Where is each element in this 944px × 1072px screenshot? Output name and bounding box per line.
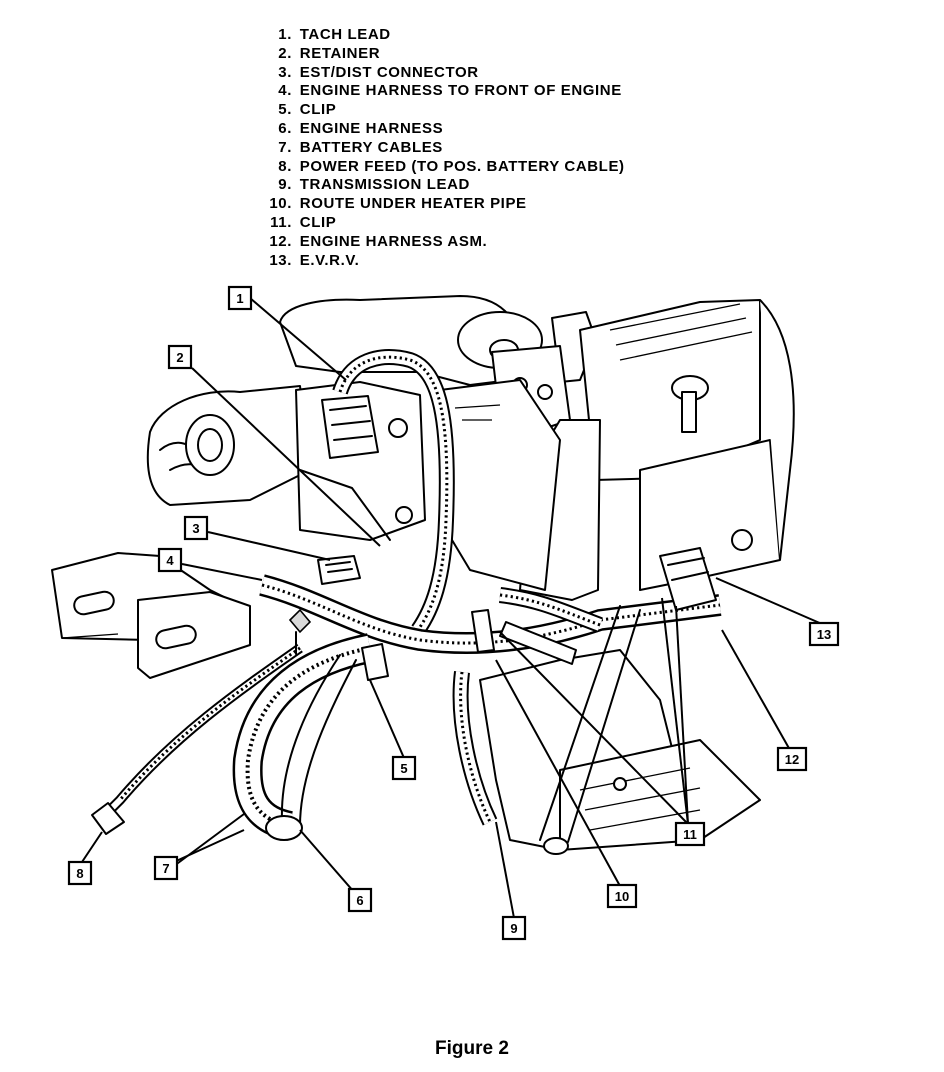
legend-item: 10. ROUTE UNDER HEATER PIPE — [269, 195, 527, 213]
legend-item: 3. EST/DIST CONNECTOR — [278, 63, 479, 81]
svg-text:9: 9 — [510, 921, 517, 936]
svg-text:3: 3 — [192, 521, 199, 536]
svg-text:7: 7 — [162, 861, 169, 876]
legend-item: 7. BATTERY CABLES — [278, 138, 443, 156]
callout-3: 3 — [183, 515, 209, 541]
engine-harness — [232, 574, 722, 841]
callout-9: 9 — [501, 915, 527, 941]
figure-caption: Figure 2 — [435, 1038, 509, 1059]
callout-11: 11 — [674, 821, 706, 847]
callout-4: 4 — [157, 547, 183, 573]
callout-10: 10 — [606, 883, 638, 909]
parts-legend: 1. TACH LEAD 2. RETAINER 3. EST/DIST CON… — [252, 26, 625, 270]
transmission-housing — [479, 605, 761, 855]
callout-13: 13 — [808, 621, 840, 647]
svg-text:2: 2 — [176, 350, 183, 365]
svg-text:4: 4 — [166, 553, 174, 568]
callout-2: 2 — [167, 344, 193, 370]
tach-lead — [332, 349, 455, 635]
svg-text:11: 11 — [683, 827, 697, 842]
legend-item: 5. CLIP — [278, 101, 337, 119]
legend-item: 11. CLIP — [270, 213, 337, 231]
legend-item: 1. TACH LEAD — [278, 26, 391, 43]
svg-text:1: 1 — [236, 291, 243, 306]
mounting-bracket — [51, 552, 251, 679]
leader-lines — [81, 297, 823, 919]
battery-cables — [91, 643, 357, 841]
svg-text:13: 13 — [817, 627, 831, 642]
svg-text:10: 10 — [615, 889, 629, 904]
svg-text:12: 12 — [785, 752, 799, 767]
legend-item: 12. ENGINE HARNESS ASM. — [269, 232, 488, 250]
legend-item: 4. ENGINE HARNESS TO FRONT OF ENGINE — [278, 82, 622, 100]
legend-item: 9. TRANSMISSION LEAD — [278, 176, 470, 194]
legend-item: 2. RETAINER — [278, 44, 381, 62]
svg-text:8: 8 — [76, 866, 83, 881]
callout-1: 1 — [227, 285, 253, 311]
harness-clips — [288, 547, 717, 681]
transmission-lead — [452, 671, 498, 826]
svg-text:5: 5 — [400, 761, 407, 776]
engine-body — [279, 295, 795, 601]
legend-item: 8. POWER FEED (TO POS. BATTERY CABLE) — [278, 157, 625, 175]
callout-8: 8 — [67, 860, 93, 886]
legend-item: 6. ENGINE HARNESS — [278, 119, 444, 137]
legend-item: 13. E.V.R.V. — [269, 251, 360, 269]
callout-12: 12 — [776, 746, 808, 772]
distributor-assembly — [146, 381, 426, 541]
svg-text:6: 6 — [356, 893, 363, 908]
callout-5: 5 — [391, 755, 417, 781]
callout-7: 7 — [153, 855, 179, 881]
callout-6: 6 — [347, 887, 373, 913]
